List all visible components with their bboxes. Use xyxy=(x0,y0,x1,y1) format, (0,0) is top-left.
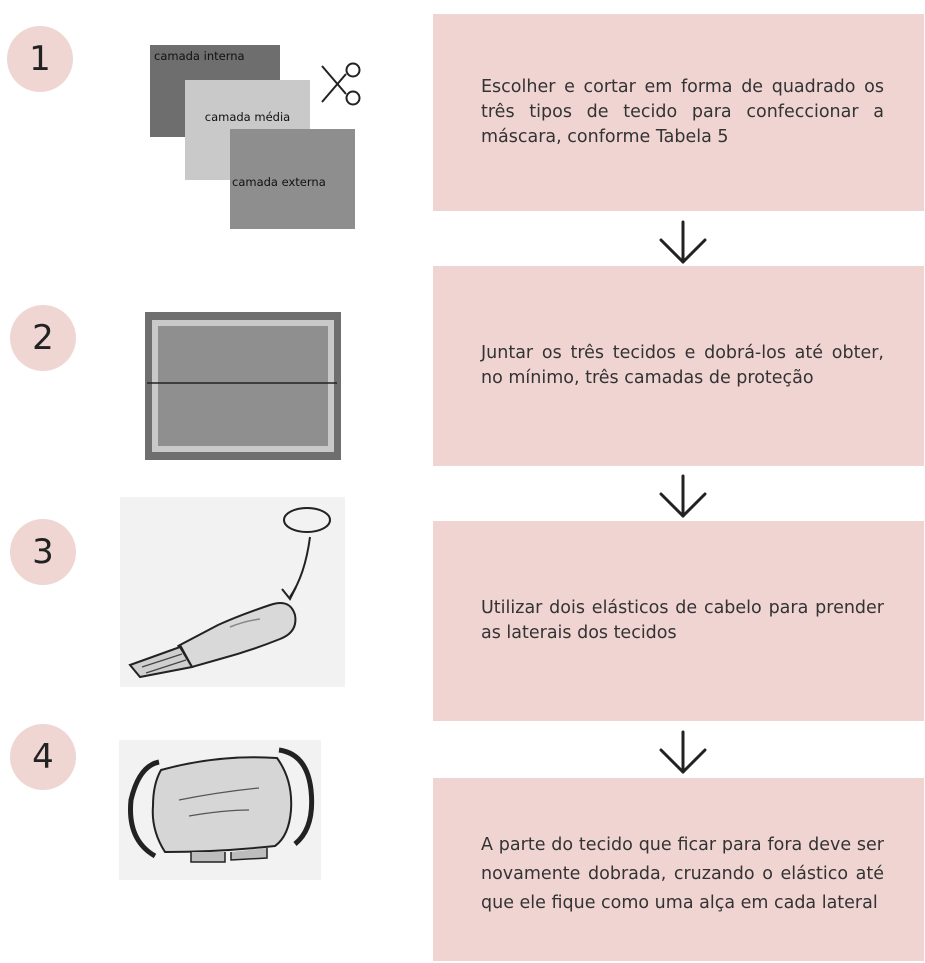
hair-tie-icon xyxy=(283,507,331,533)
rolled-fabric-elastic-illustration xyxy=(120,497,345,687)
folded-fabric-illustration xyxy=(145,312,341,460)
step-1-text: Escolher e cortar em forma de quadrado o… xyxy=(481,77,884,147)
step-number-4: 4 xyxy=(10,724,76,790)
step-2-text: Juntar os três tecidos e dobrá-los até o… xyxy=(481,343,884,388)
fabric-inner-label: camada interna xyxy=(154,49,245,63)
scissors-icon xyxy=(321,62,361,106)
step-number-2-label: 2 xyxy=(32,318,54,358)
step-number-4-label: 4 xyxy=(32,737,54,777)
step-number-1-label: 1 xyxy=(29,39,51,79)
step-4-description-box: A parte do tecido que ficar para fora de… xyxy=(433,778,924,961)
fabric-outer-layer: camada externa xyxy=(230,129,355,229)
step-number-1: 1 xyxy=(7,26,73,92)
step-1-description-box: Escolher e cortar em forma de quadrado o… xyxy=(433,14,924,211)
fabric-layers-illustration: camada interna camada média camada exter… xyxy=(150,45,380,240)
step-number-2: 2 xyxy=(10,305,76,371)
step-4-text: A parte do tecido que ficar para fora de… xyxy=(481,835,884,913)
arrow-down-icon xyxy=(659,220,707,264)
step-2-description-box: Juntar os três tecidos e dobrá-los até o… xyxy=(433,266,924,466)
step-number-3: 3 xyxy=(10,519,76,585)
fabric-outer-label: camada externa xyxy=(232,175,326,189)
step-number-3-label: 3 xyxy=(32,532,54,572)
arrow-down-icon xyxy=(659,730,707,774)
step-3-description-box: Utilizar dois elásticos de cabelo para p… xyxy=(433,521,924,721)
arrow-down-icon xyxy=(659,474,707,518)
step-3-text: Utilizar dois elásticos de cabelo para p… xyxy=(481,598,884,643)
fabric-middle-label: camada média xyxy=(204,110,291,124)
finished-mask-illustration xyxy=(119,740,321,880)
